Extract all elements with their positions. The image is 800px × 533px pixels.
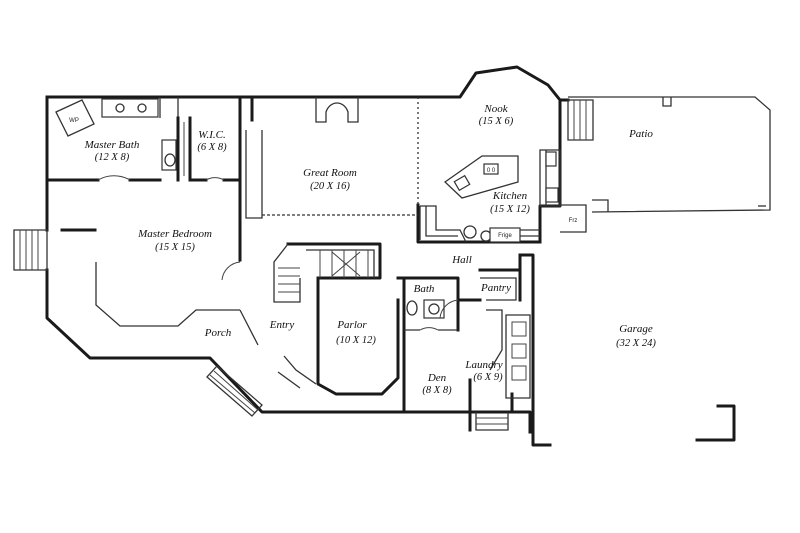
- label-master-bedroom: Master Bedroom: [137, 228, 212, 240]
- label-wic: W.I.C.: [198, 129, 225, 141]
- size-great-room: (20 X 16): [310, 181, 350, 192]
- tub-icon: [55, 99, 95, 137]
- size-master-bedroom: (15 X 15): [155, 242, 195, 253]
- refrigerator-icon: [489, 227, 521, 243]
- exterior-walls: [45, 65, 736, 447]
- bath-toilet-icon: [406, 300, 418, 316]
- label-nook: Nook: [483, 103, 508, 115]
- sink-icon: [545, 187, 559, 203]
- label-bath: Bath: [414, 283, 435, 295]
- label-great-room: Great Room: [303, 167, 357, 179]
- size-nook: (15 X 6): [479, 116, 514, 127]
- label-garage: Garage: [619, 323, 653, 335]
- label-fridge: Frige: [498, 233, 512, 239]
- label-den: Den: [427, 372, 447, 384]
- size-kitchen: (15 X 12): [490, 204, 530, 215]
- size-wic: (6 X 8): [197, 142, 227, 153]
- label-parlor: Parlor: [336, 319, 367, 331]
- size-parlor: (10 X 12): [336, 335, 376, 346]
- size-den: (8 X 8): [422, 385, 452, 396]
- label-pantry: Pantry: [480, 282, 511, 294]
- label-laundry: Laundry: [464, 359, 502, 371]
- label-hall: Hall: [451, 254, 472, 266]
- label-range: 0 0: [487, 168, 496, 174]
- label-master-bath: Master Bath: [84, 139, 140, 151]
- label-porch: Porch: [204, 327, 232, 339]
- toilet-icon: [164, 153, 176, 167]
- size-garage: (32 X 24): [616, 338, 656, 349]
- label-kitchen: Kitchen: [492, 190, 528, 202]
- label-entry: Entry: [269, 319, 295, 331]
- size-master-bath: (12 X 8): [95, 152, 130, 163]
- range-icon: [545, 151, 557, 167]
- label-patio: Patio: [628, 128, 653, 140]
- interior-walls: [45, 95, 531, 431]
- bath-sink-icon: [423, 299, 445, 319]
- label-tub: WP: [69, 118, 79, 124]
- door-swings: [97, 175, 459, 331]
- room-labels: Master Bath (12 X 8) W.I.C. (6 X 8) Grea…: [69, 103, 656, 396]
- patio-outline: [560, 96, 771, 233]
- kitchen-island: [443, 155, 519, 199]
- cooktop-icon: [483, 163, 499, 175]
- kitchen-cabinets: [419, 149, 561, 243]
- island-sink-icon: [453, 174, 471, 192]
- front-steps: [13, 229, 263, 417]
- vanity-icon: [101, 98, 159, 118]
- size-laundry: (6 X 9): [473, 372, 503, 383]
- bath-fixtures: [55, 98, 445, 319]
- label-freezer: Frz: [569, 218, 578, 224]
